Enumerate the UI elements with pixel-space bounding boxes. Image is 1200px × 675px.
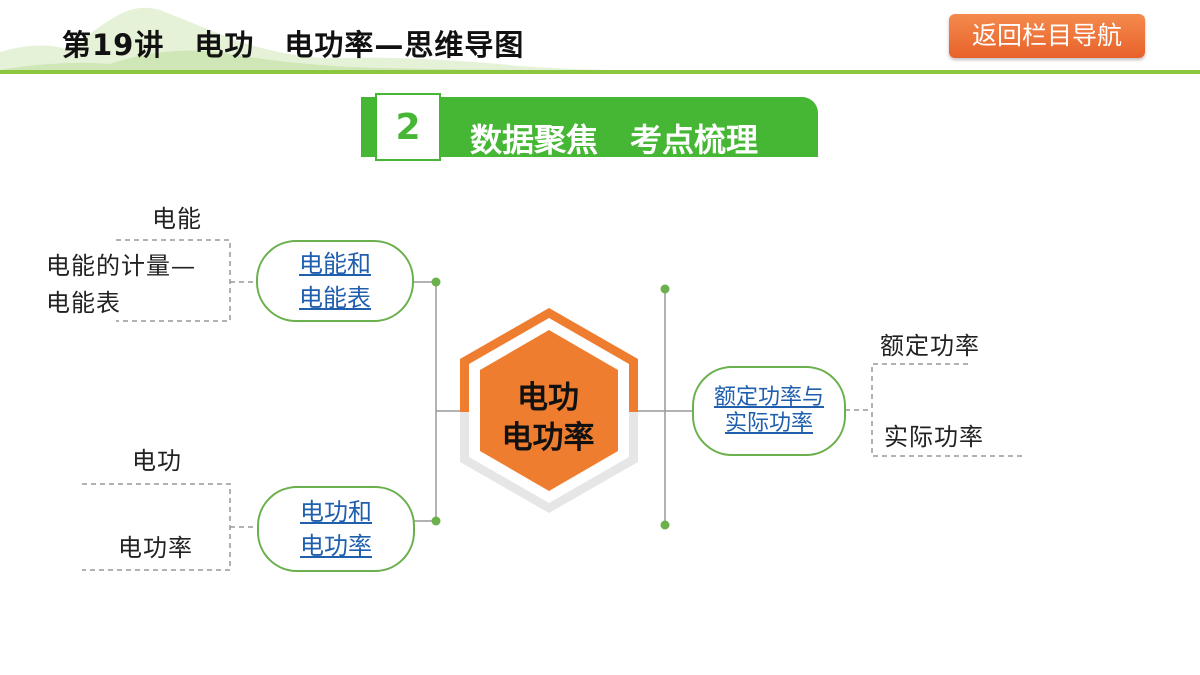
hill-front (0, 50, 560, 70)
leaf-electric-energy: 电能 (152, 205, 202, 233)
center-topic-line1: 电功 (517, 380, 579, 416)
section-number-badge: 2 (375, 93, 441, 161)
hexagon-core (480, 330, 618, 491)
leaf-energy-meter: 电能表 (46, 289, 121, 317)
branch-node-label: 电功和 (300, 498, 372, 526)
branch-node-label: 电功率 (300, 532, 372, 560)
branch-node-work-power[interactable]: 电功和 电功率 (257, 486, 415, 572)
page-title: 第19讲 电功 电功率—思维导图 (62, 28, 525, 62)
connector-dot (431, 277, 441, 287)
branch-node-label: 电能表 (299, 284, 371, 312)
leaf-energy-measurement: 电能的计量— (46, 252, 196, 280)
center-topic: 电功 电功率 (470, 378, 626, 458)
connector-dot (431, 516, 441, 526)
branch1-leaf-bracket (116, 239, 231, 322)
section-banner-label: 数据聚焦 考点梳理 (470, 121, 759, 159)
center-hexagon (460, 308, 638, 513)
branch-node-label: 实际功率 (724, 411, 813, 436)
branch3-leaf-bracket (871, 363, 1023, 457)
leaf-electric-power: 电功率 (118, 534, 193, 562)
leaf-rated-power: 额定功率 (880, 332, 980, 360)
branch-node-label: 电能和 (299, 250, 371, 278)
header-hills-decoration (0, 7, 1200, 74)
branch-node-rated-actual-power[interactable]: 额定功率与 实际功率 (692, 366, 846, 456)
center-topic-line2: 电功率 (501, 420, 595, 456)
branch-node-energy-meter[interactable]: 电能和 电能表 (256, 240, 414, 322)
leaf-electric-work: 电功 (132, 447, 182, 475)
header-rule (0, 70, 1200, 74)
connector-dot (660, 284, 670, 294)
branch-node-label: 额定功率与 (713, 385, 824, 410)
leaf-actual-power: 实际功率 (884, 423, 984, 451)
back-to-nav-button[interactable]: 返回栏目导航 (949, 14, 1145, 58)
connector-dot (660, 520, 670, 530)
